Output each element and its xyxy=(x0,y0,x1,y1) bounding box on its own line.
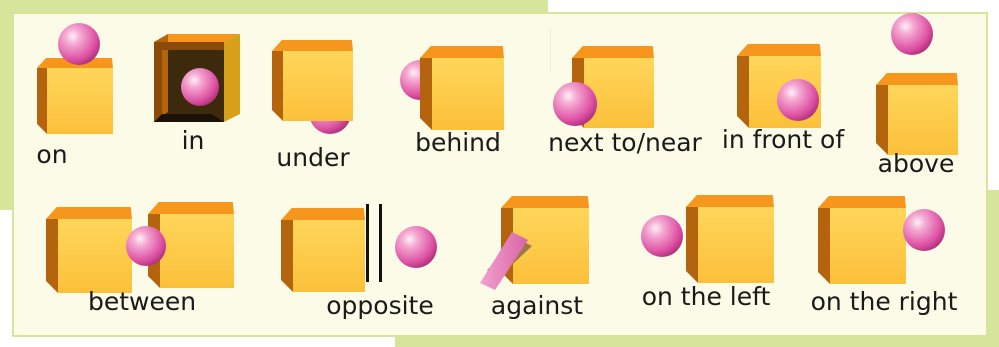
cube-icon-front xyxy=(293,220,365,292)
between-cube-left xyxy=(46,207,132,293)
label-in-front-of: in front of xyxy=(721,125,845,154)
label-above: above xyxy=(877,149,955,178)
behind-cube xyxy=(420,46,504,130)
cube-icon-front xyxy=(283,51,353,121)
cube-icon-front xyxy=(584,58,654,128)
cube-icon-front xyxy=(513,208,589,284)
in-box-illustration xyxy=(154,34,240,122)
ball-icon xyxy=(181,68,219,106)
frame-right xyxy=(985,190,999,345)
cube-icon-top xyxy=(501,196,589,208)
cube-icon-side xyxy=(818,208,830,284)
cube-icon-top xyxy=(154,34,240,42)
label-next-to-near: next to/near xyxy=(548,128,702,157)
board-icon xyxy=(480,232,532,290)
label-between: between xyxy=(87,287,197,316)
cube-icon-side xyxy=(281,220,293,292)
cube-icon-front xyxy=(698,207,774,283)
cube-icon-side xyxy=(420,58,432,130)
right-ball xyxy=(903,209,945,251)
board-face xyxy=(480,232,528,290)
on-ball xyxy=(58,23,100,65)
cube-icon-front xyxy=(58,219,132,293)
box-floor-shadow xyxy=(154,114,224,122)
label-behind: behind xyxy=(415,128,501,157)
cube-icon-top xyxy=(46,207,132,219)
opposite-ball xyxy=(395,226,437,268)
frame-left xyxy=(0,0,14,210)
between-cube-right xyxy=(148,202,234,288)
above-ball xyxy=(891,13,933,55)
cube-icon-top xyxy=(281,208,365,220)
cube-icon-top xyxy=(818,196,906,208)
bar-left xyxy=(366,204,369,282)
cube-icon-front xyxy=(888,85,958,155)
label-on: on xyxy=(36,140,68,169)
infront-ball xyxy=(777,79,819,121)
cube-icon-top xyxy=(686,195,774,207)
label-opposite: opposite xyxy=(326,291,434,320)
above-cube xyxy=(876,73,958,155)
panel-divider xyxy=(550,28,551,72)
label-in: in xyxy=(181,126,205,155)
left-ball xyxy=(641,215,683,257)
cube-icon-side xyxy=(46,219,58,293)
cube-icon-top xyxy=(420,46,504,58)
cube-icon-front xyxy=(160,214,234,288)
cube-icon-front xyxy=(830,208,906,284)
label-on-the-left: on the left xyxy=(641,282,771,311)
bar-right xyxy=(379,204,382,282)
nextto-ball xyxy=(553,82,597,126)
cube-icon-top xyxy=(572,46,654,58)
cube-icon-side xyxy=(737,56,749,128)
cube-icon-top xyxy=(148,202,234,214)
between-ball xyxy=(126,226,166,266)
cube-icon-front xyxy=(432,58,504,130)
cube-icon-top xyxy=(737,44,821,56)
right-cube xyxy=(818,196,906,284)
cube-icon-top xyxy=(272,40,353,51)
label-under: under xyxy=(276,143,350,172)
cube-icon-side xyxy=(272,51,283,121)
on-cube xyxy=(37,58,113,134)
cube-icon-front xyxy=(47,68,113,134)
box-rim xyxy=(154,42,224,122)
cube-icon-side xyxy=(876,85,888,155)
under-cube xyxy=(272,40,353,121)
cube-icon-top xyxy=(876,73,958,85)
cube-icon-side xyxy=(37,68,47,134)
frame-top-left xyxy=(0,0,548,14)
cube-icon-side xyxy=(686,207,698,283)
left-cube xyxy=(686,195,774,283)
label-on-the-right: on the right xyxy=(810,287,958,316)
cube-icon-side xyxy=(224,34,240,122)
double-bar-icon xyxy=(366,204,382,282)
label-against: against xyxy=(490,291,584,320)
opposite-cube xyxy=(281,208,365,292)
